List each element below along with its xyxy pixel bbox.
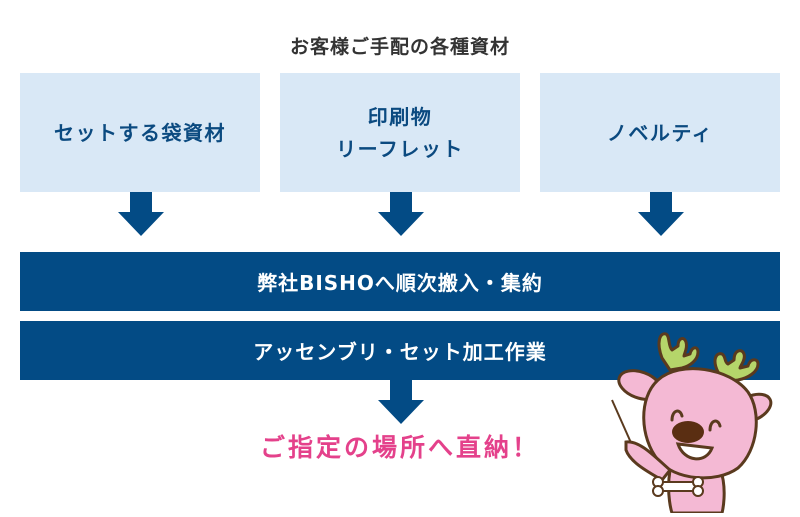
deer-mascot-icon xyxy=(600,320,800,515)
down-arrow-icon xyxy=(638,192,684,236)
source-box-bag-materials: セットする袋資材 xyxy=(20,73,260,192)
diagram-title: お客様ご手配の各種資材 xyxy=(289,36,510,58)
down-arrow-icon xyxy=(378,380,424,424)
bone-icon xyxy=(652,476,704,497)
source-box-novelty: ノベルティ xyxy=(540,73,780,192)
down-arrow-icon xyxy=(378,192,424,236)
result-text: ご指定の場所へ直納！ xyxy=(259,433,540,462)
step-bar-assembly: アッセンブリ・セット加工作業 xyxy=(20,321,780,380)
step-bar-collection: 弊社BISHOへ順次搬入・集約 xyxy=(20,252,780,311)
source-box-printed-leaflets: 印刷物 リーフレット xyxy=(280,73,520,192)
down-arrow-icon xyxy=(118,192,164,236)
